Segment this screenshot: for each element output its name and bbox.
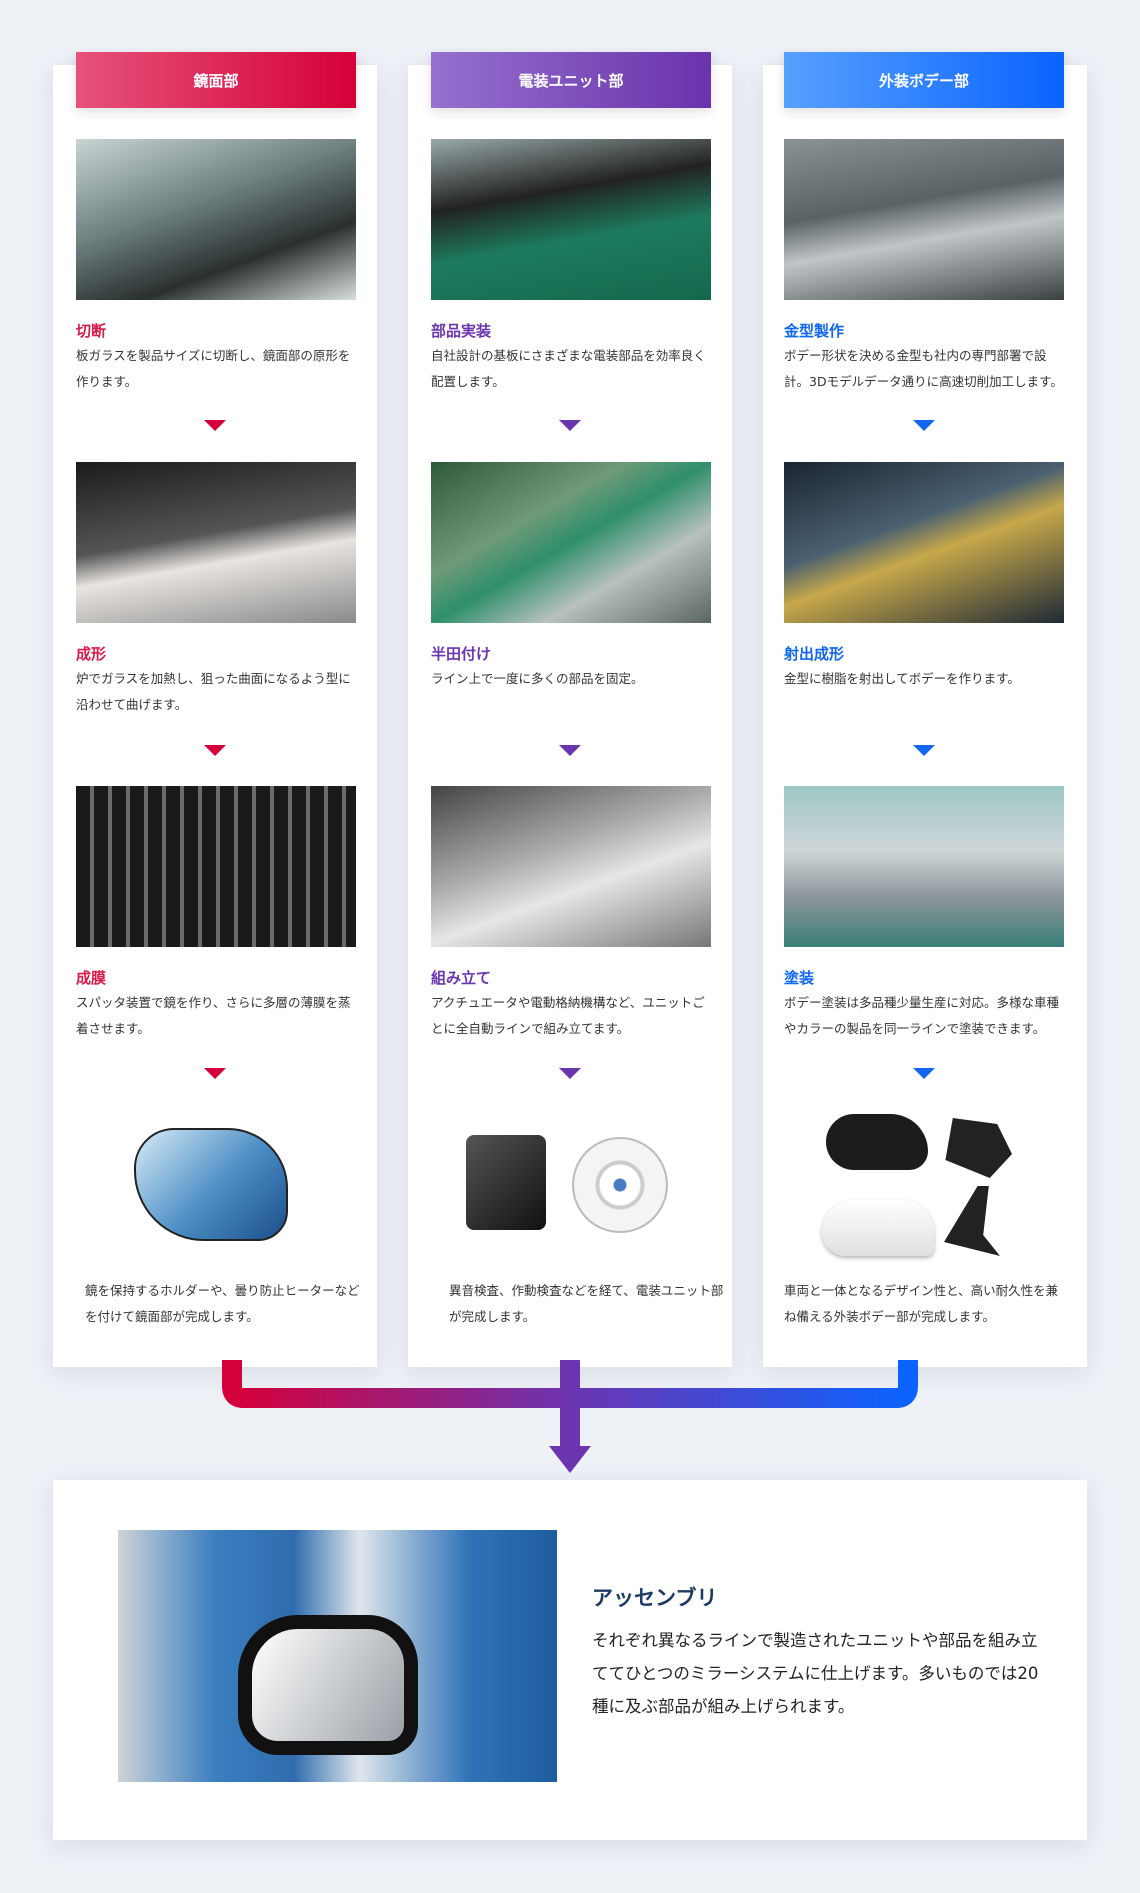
step-title: 部品実装 bbox=[431, 322, 492, 340]
arrow-down-icon bbox=[204, 1068, 226, 1079]
step-title: 成膜 bbox=[76, 969, 107, 987]
step-desc: ボデー塗装は多品種少量生産に対応。多様な車種やカラーの製品を同一ラインで塗装でき… bbox=[784, 995, 1060, 1036]
mold-photo bbox=[784, 139, 1064, 300]
final-desc: 鏡を保持するホルダーや、曇り防止ヒーターなどを付けて鏡面部が完成します。 bbox=[85, 1283, 360, 1324]
soldering-photo bbox=[431, 462, 711, 623]
coating-photo bbox=[76, 786, 356, 947]
mirror-glass-product bbox=[134, 1128, 288, 1241]
step-desc: スパッタ装置で鏡を作り、さらに多層の薄膜を蒸着させます。 bbox=[76, 995, 351, 1036]
step-desc: 炉でガラスを加熱し、狙った曲面になるよう型に沿わせて曲げます。 bbox=[76, 671, 351, 712]
assembly-title: アッセンブリ bbox=[592, 1586, 718, 1610]
actuator-product bbox=[466, 1135, 546, 1230]
header-body: 外装ボデー部 bbox=[784, 52, 1064, 108]
header-mirror: 鏡面部 bbox=[76, 52, 356, 108]
mounting-photo bbox=[431, 139, 711, 300]
final-desc: 異音検査、作動検査などを経て、電装ユニット部が完成します。 bbox=[449, 1283, 724, 1324]
final-desc: 車両と一体となるデザイン性と、高い耐久性を兼ね備える外装ボデー部が完成します。 bbox=[784, 1283, 1059, 1324]
step-title: 塗装 bbox=[784, 969, 815, 987]
assembly-photo bbox=[118, 1530, 557, 1782]
arrow-down-icon bbox=[559, 745, 581, 756]
arrow-down-icon bbox=[204, 745, 226, 756]
arrow-down-icon bbox=[913, 420, 935, 431]
header-electric: 電装ユニット部 bbox=[431, 52, 711, 108]
step-desc: 金型に樹脂を射出してボデーを作ります。 bbox=[784, 671, 1020, 686]
step-title: 半田付け bbox=[431, 645, 492, 663]
cover-product bbox=[822, 1200, 934, 1256]
painting-photo bbox=[784, 786, 1064, 947]
step-desc: ライン上で一度に多くの部品を固定。 bbox=[431, 671, 644, 686]
housing-product bbox=[826, 1114, 928, 1170]
assembly-line-photo bbox=[431, 786, 711, 947]
injection-photo bbox=[784, 462, 1064, 623]
arrow-down-icon bbox=[204, 420, 226, 431]
side-mirror-image bbox=[238, 1615, 418, 1755]
step-desc: アクチュエータや電動格納機構など、ユニットごとに全自動ラインで組み立てます。 bbox=[431, 995, 705, 1036]
cutting-photo bbox=[76, 139, 356, 300]
merge-connector bbox=[222, 1360, 918, 1473]
step-title: 成形 bbox=[76, 645, 107, 663]
arrow-down-icon bbox=[913, 1068, 935, 1079]
arrow-down-icon bbox=[559, 420, 581, 431]
step-desc: 自社設計の基板にさまざまな電装部品を効率良く配置します。 bbox=[431, 348, 706, 389]
step-title: 切断 bbox=[76, 322, 107, 340]
step-title: 射出成形 bbox=[784, 645, 845, 663]
arrow-down-icon bbox=[913, 745, 935, 756]
arrow-down-icon bbox=[549, 1446, 591, 1473]
gear-unit-product bbox=[572, 1137, 668, 1233]
assembly-desc: それぞれ異なるラインで製造されたユニットや部品を組み立ててひとつのミラーシステム… bbox=[592, 1631, 1039, 1716]
step-desc: ボデー形状を決める金型も社内の専門部署で設計。3Dモデルデータ通りに高速切削加工… bbox=[784, 348, 1063, 389]
step-desc: 板ガラスを製品サイズに切断し、鏡面部の原形を作ります。 bbox=[76, 348, 351, 389]
step-title: 金型製作 bbox=[784, 322, 845, 340]
arrow-down-icon bbox=[559, 1068, 581, 1079]
step-title: 組み立て bbox=[431, 969, 492, 987]
forming-photo bbox=[76, 462, 356, 623]
